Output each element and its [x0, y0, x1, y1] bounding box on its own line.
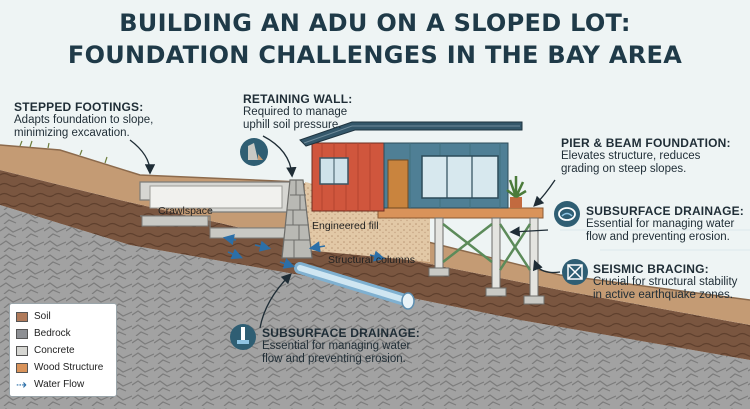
- legend-label: Water Flow: [34, 379, 85, 390]
- bedrock-swatch: [16, 328, 28, 339]
- water-flow-arrow-icon: ⇢: [16, 376, 27, 392]
- drainage-icon: [554, 201, 580, 227]
- crawlspace-label: Crawlspace: [158, 205, 213, 217]
- structural-columns-label: Structural columns: [328, 254, 415, 266]
- legend: Soil Bedrock Concrete Wood Structure ⇢ W…: [9, 303, 117, 397]
- callout-heading: STEPPED FOOTINGS:: [14, 100, 144, 114]
- wood-swatch: [16, 362, 28, 373]
- stepped-footing: [139, 181, 291, 239]
- legend-label: Bedrock: [34, 328, 71, 339]
- legend-label: Soil: [34, 311, 51, 322]
- seismic-bracing-icon: [562, 259, 588, 285]
- grass: [19, 140, 108, 164]
- callout-body: Adapts foundation to slope, minimizing e…: [14, 114, 154, 139]
- callout-heading: PIER & BEAM FOUNDATION:: [561, 136, 731, 150]
- legend-item-soil: Soil: [16, 308, 110, 325]
- title-line-2: FOUNDATION CHALLENGES IN THE BAY AREA: [67, 41, 683, 69]
- retaining-wall-icon: [240, 138, 268, 166]
- legend-item-bedrock: Bedrock: [16, 325, 110, 342]
- callout-body: Essential for managing water flow and pr…: [586, 218, 735, 243]
- water-flow-arrows: [222, 234, 386, 269]
- drainage-gauge-icon: [230, 324, 256, 350]
- soil-swatch: [16, 311, 28, 322]
- callout-pier-beam: PIER & BEAM FOUNDATION: Elevates structu…: [561, 136, 741, 176]
- callout-body: Required to manage uphill soil pressure.: [243, 106, 348, 131]
- legend-label: Concrete: [34, 345, 75, 356]
- callout-heading: RETAINING WALL:: [243, 92, 353, 106]
- callout-heading: SUBSURFACE DRAINAGE:: [262, 326, 421, 340]
- callout-leaders: [129, 135, 561, 329]
- legend-label: Wood Structure: [34, 362, 104, 373]
- pier-beam-structure: [428, 217, 545, 305]
- callout-subsurface-drainage-bottom: SUBSURFACE DRAINAGE: Essential for manag…: [262, 326, 427, 366]
- bedrock-layer: [0, 205, 750, 409]
- callout-body: Essential for managing water flow and pr…: [262, 340, 411, 365]
- callout-heading: SEISMIC BRACING:: [593, 262, 709, 276]
- adu-house: [299, 121, 544, 219]
- retaining-wall: [281, 179, 313, 259]
- engineered-fill-label: Engineered fill: [312, 220, 379, 232]
- drain-pipe: [294, 262, 415, 310]
- legend-item-water-flow: ⇢ Water Flow: [16, 376, 110, 393]
- legend-item-wood: Wood Structure: [16, 359, 110, 376]
- title-line-1: BUILDING AN ADU ON A SLOPED LOT:: [119, 9, 631, 37]
- callout-body: Elevates structure, reduces grading on s…: [561, 150, 701, 175]
- callout-stepped-footings: STEPPED FOOTINGS: Adapts foundation to s…: [14, 100, 204, 140]
- legend-item-concrete: Concrete: [16, 342, 110, 359]
- concrete-swatch: [16, 345, 28, 356]
- callout-seismic-bracing: SEISMIC BRACING: Crucial for structural …: [593, 262, 748, 302]
- callout-heading: SUBSURFACE DRAINAGE:: [586, 204, 745, 218]
- callout-body: Crucial for structural stability in acti…: [593, 276, 738, 301]
- callout-subsurface-drainage-right: SUBSURFACE DRAINAGE: Essential for manag…: [586, 204, 746, 244]
- callout-retaining-wall: RETAINING WALL: Required to manage uphil…: [243, 92, 363, 132]
